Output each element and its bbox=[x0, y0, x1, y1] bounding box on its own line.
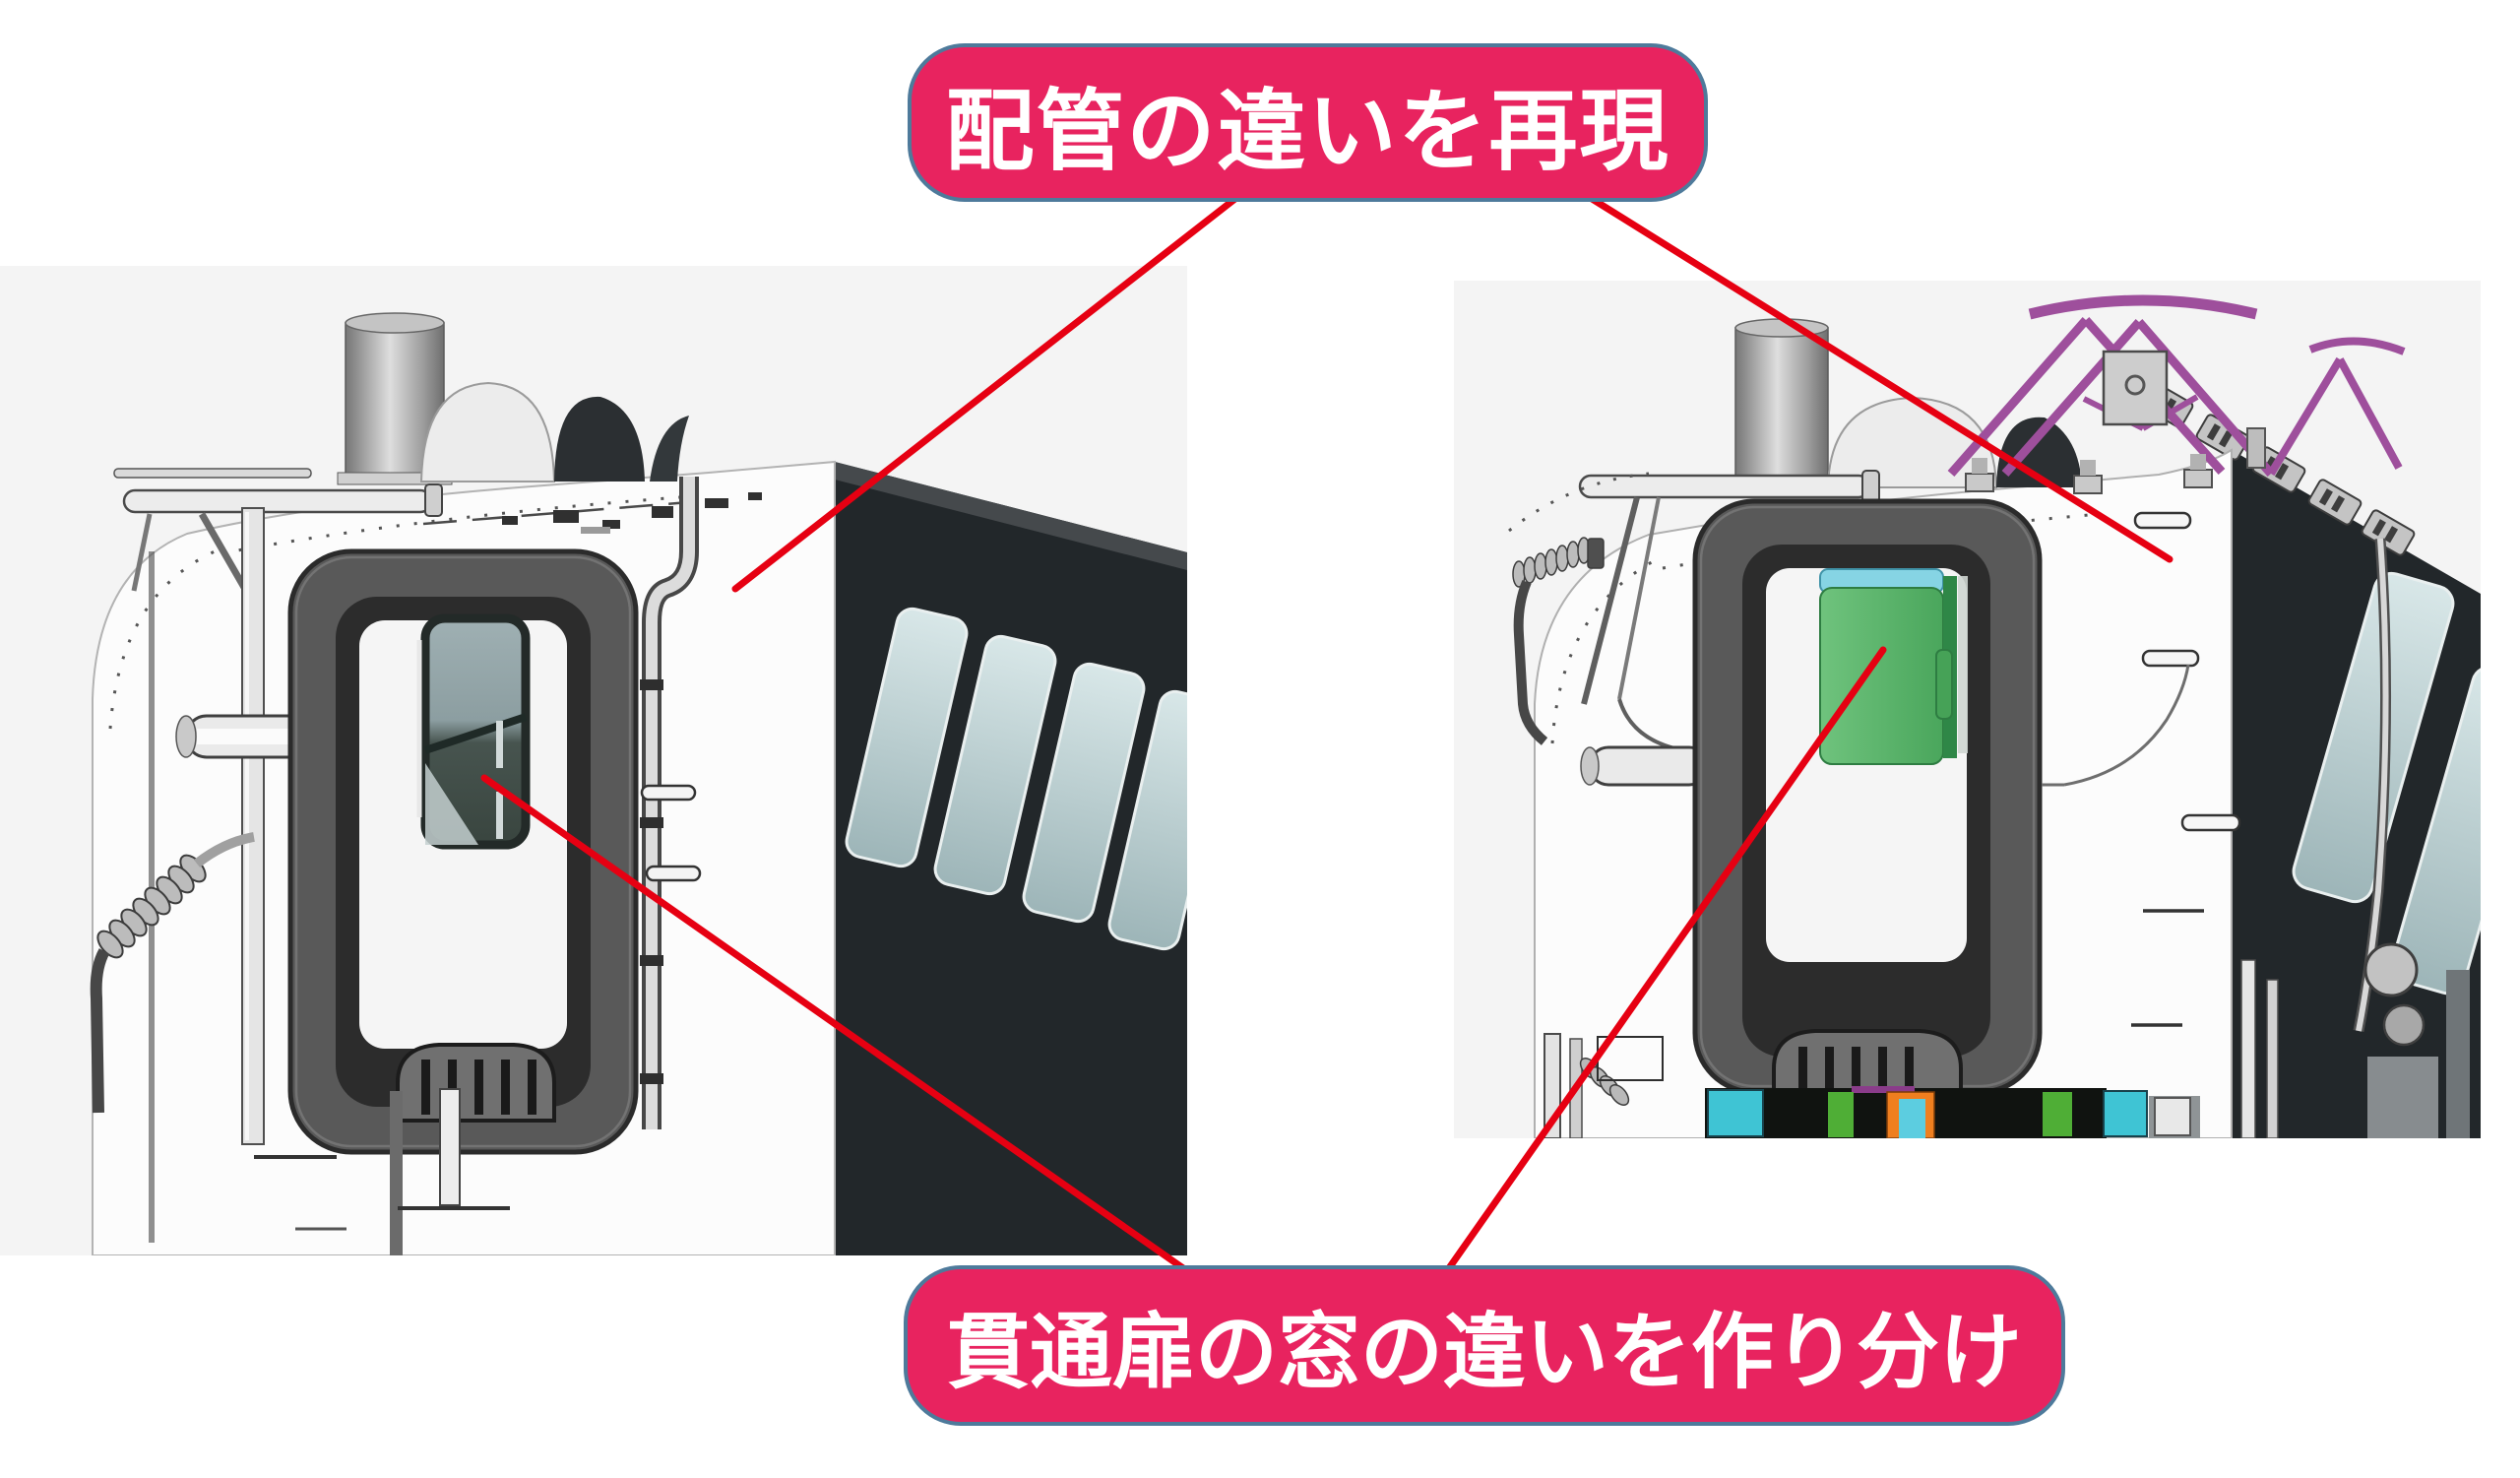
right-train-svg bbox=[1454, 281, 2481, 1138]
callout-piping-text: 配管の違いを再現 bbox=[945, 82, 1670, 181]
right-pantograph-box bbox=[2102, 350, 2169, 426]
left-train-render bbox=[0, 266, 1187, 1255]
left-gangway-footplate bbox=[396, 1043, 556, 1123]
left-car-side bbox=[835, 462, 1187, 1255]
right-roof-vents bbox=[2139, 381, 2416, 556]
right-body-details bbox=[2042, 511, 2241, 1027]
left-roof-ventilators bbox=[419, 381, 689, 482]
left-roof-edge bbox=[422, 500, 690, 526]
callout-piping: 配管の違いを再現 bbox=[908, 43, 1708, 202]
right-side-window bbox=[2292, 571, 2455, 904]
left-corrugated-hose bbox=[90, 832, 255, 1114]
right-car-side bbox=[2139, 381, 2481, 1138]
left-train-svg bbox=[0, 266, 1187, 1255]
right-green-gangway-door bbox=[1819, 568, 1968, 765]
callout-door-window: 貫通扉の窓の違いを作り分け bbox=[904, 1265, 2065, 1426]
right-coupler-machinery bbox=[2240, 942, 2470, 1138]
left-gangway-door-window bbox=[416, 613, 531, 850]
left-handrails bbox=[113, 468, 443, 593]
right-underfloor-equipment bbox=[1705, 1086, 2200, 1138]
right-roof-chimney bbox=[1727, 318, 1837, 490]
right-side-window bbox=[2390, 665, 2481, 996]
left-rivet-line bbox=[108, 546, 222, 730]
right-train-render bbox=[1454, 281, 2481, 1138]
callout-door-window-text: 貫通扉の窓の違いを作り分け bbox=[946, 1306, 2022, 1398]
